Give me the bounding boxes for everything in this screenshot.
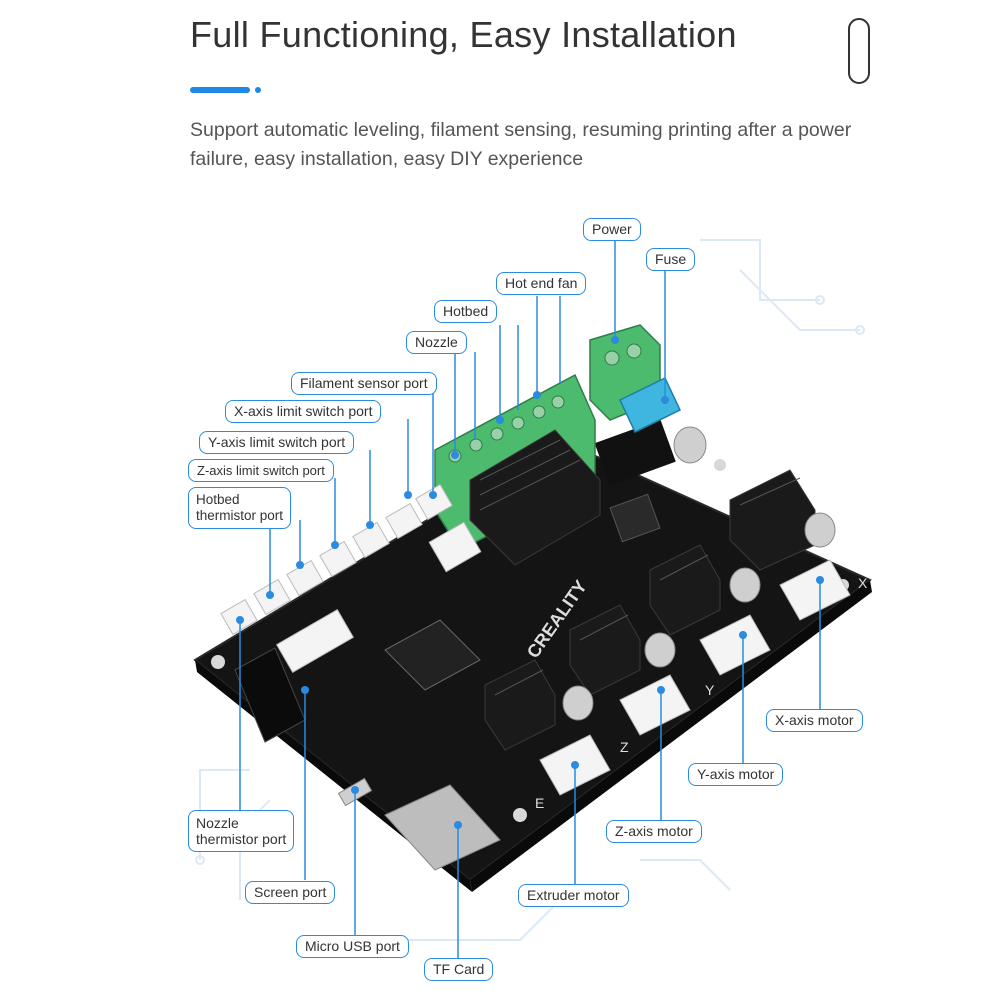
label-hotbed-thermistor-line1: Hotbed xyxy=(196,492,240,507)
jst-ports xyxy=(220,483,482,674)
label-extruder-motor: Extruder motor xyxy=(518,884,629,907)
label-hot-end-fan: Hot end fan xyxy=(496,272,587,295)
label-filament-sensor-port: Filament sensor port xyxy=(291,372,437,395)
page-subtitle: Support automatic leveling, filament sen… xyxy=(190,119,852,170)
label-nozzle-thermistor-port: Nozzle thermistor port xyxy=(188,810,295,852)
pcb-edge xyxy=(470,580,872,892)
label-x-axis-motor: X-axis motor xyxy=(766,709,863,732)
scroll-indicator[interactable] xyxy=(848,18,870,84)
axis-x-text: X xyxy=(858,575,868,591)
label-screen-port: Screen port xyxy=(245,881,336,904)
inductor xyxy=(609,493,661,543)
label-hotbed: Hotbed xyxy=(434,300,498,323)
label-nozzle-thermistor-line2: thermistor port xyxy=(196,831,287,847)
capacitors xyxy=(562,426,836,721)
axis-e-text: E xyxy=(535,795,544,811)
heatsinks xyxy=(469,429,816,751)
label-x-limit-switch-port: X-axis limit switch port xyxy=(225,400,382,423)
label-z-limit-switch-port: Z-axis limit switch port xyxy=(188,459,334,482)
label-y-limit-switch-port: Y-axis limit switch port xyxy=(199,431,355,454)
leader-lines xyxy=(239,240,821,958)
label-hotbed-thermistor-line2: thermistor port xyxy=(196,508,284,523)
label-hotbed-thermistor-port: Hotbed thermistor port xyxy=(188,487,292,529)
label-tf-card: TF Card xyxy=(424,958,494,981)
mcu-chip xyxy=(384,619,481,691)
page-title: Full Functioning, Easy Installation xyxy=(190,14,737,55)
sd-slot xyxy=(384,784,501,871)
axis-y-text: Y xyxy=(705,682,715,698)
title-accent-dot xyxy=(255,87,261,93)
label-power: Power xyxy=(583,218,641,241)
label-micro-usb-port: Micro USB port xyxy=(296,935,409,958)
axis-z-text: Z xyxy=(620,739,629,755)
label-y-axis-motor: Y-axis motor xyxy=(688,763,784,786)
title-accent-bar xyxy=(190,87,250,93)
label-nozzle-thermistor-line1: Nozzle xyxy=(196,815,239,831)
label-fuse: Fuse xyxy=(646,248,696,271)
label-z-axis-motor: Z-axis motor xyxy=(606,820,702,843)
leader-dots xyxy=(236,336,824,829)
label-nozzle: Nozzle xyxy=(406,331,467,354)
